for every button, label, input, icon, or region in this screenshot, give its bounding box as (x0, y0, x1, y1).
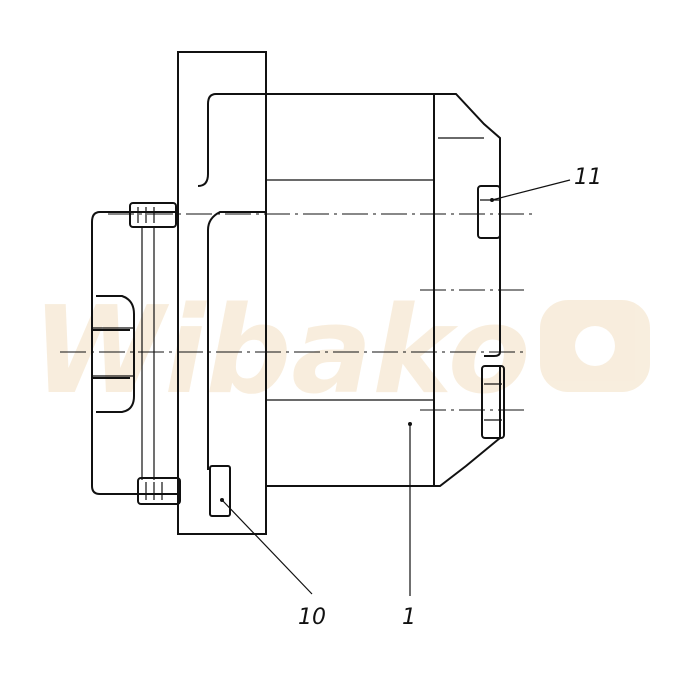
front-cover (91, 211, 178, 495)
key-part-10 (209, 465, 231, 517)
centerlines (60, 213, 536, 411)
callout-11: 11 (574, 165, 602, 190)
plug-part-11 (477, 185, 501, 239)
callout-10: 10 (298, 605, 326, 630)
callout-1: 1 (402, 605, 416, 630)
pump-body (197, 93, 501, 487)
mounting-flange (177, 51, 267, 535)
bolt-lower (137, 477, 181, 505)
watermark-gear-icon (540, 300, 650, 392)
bolt-upper (129, 202, 177, 228)
leader-lines (220, 179, 571, 596)
plug-lower (481, 365, 505, 439)
shaft (92, 295, 135, 413)
